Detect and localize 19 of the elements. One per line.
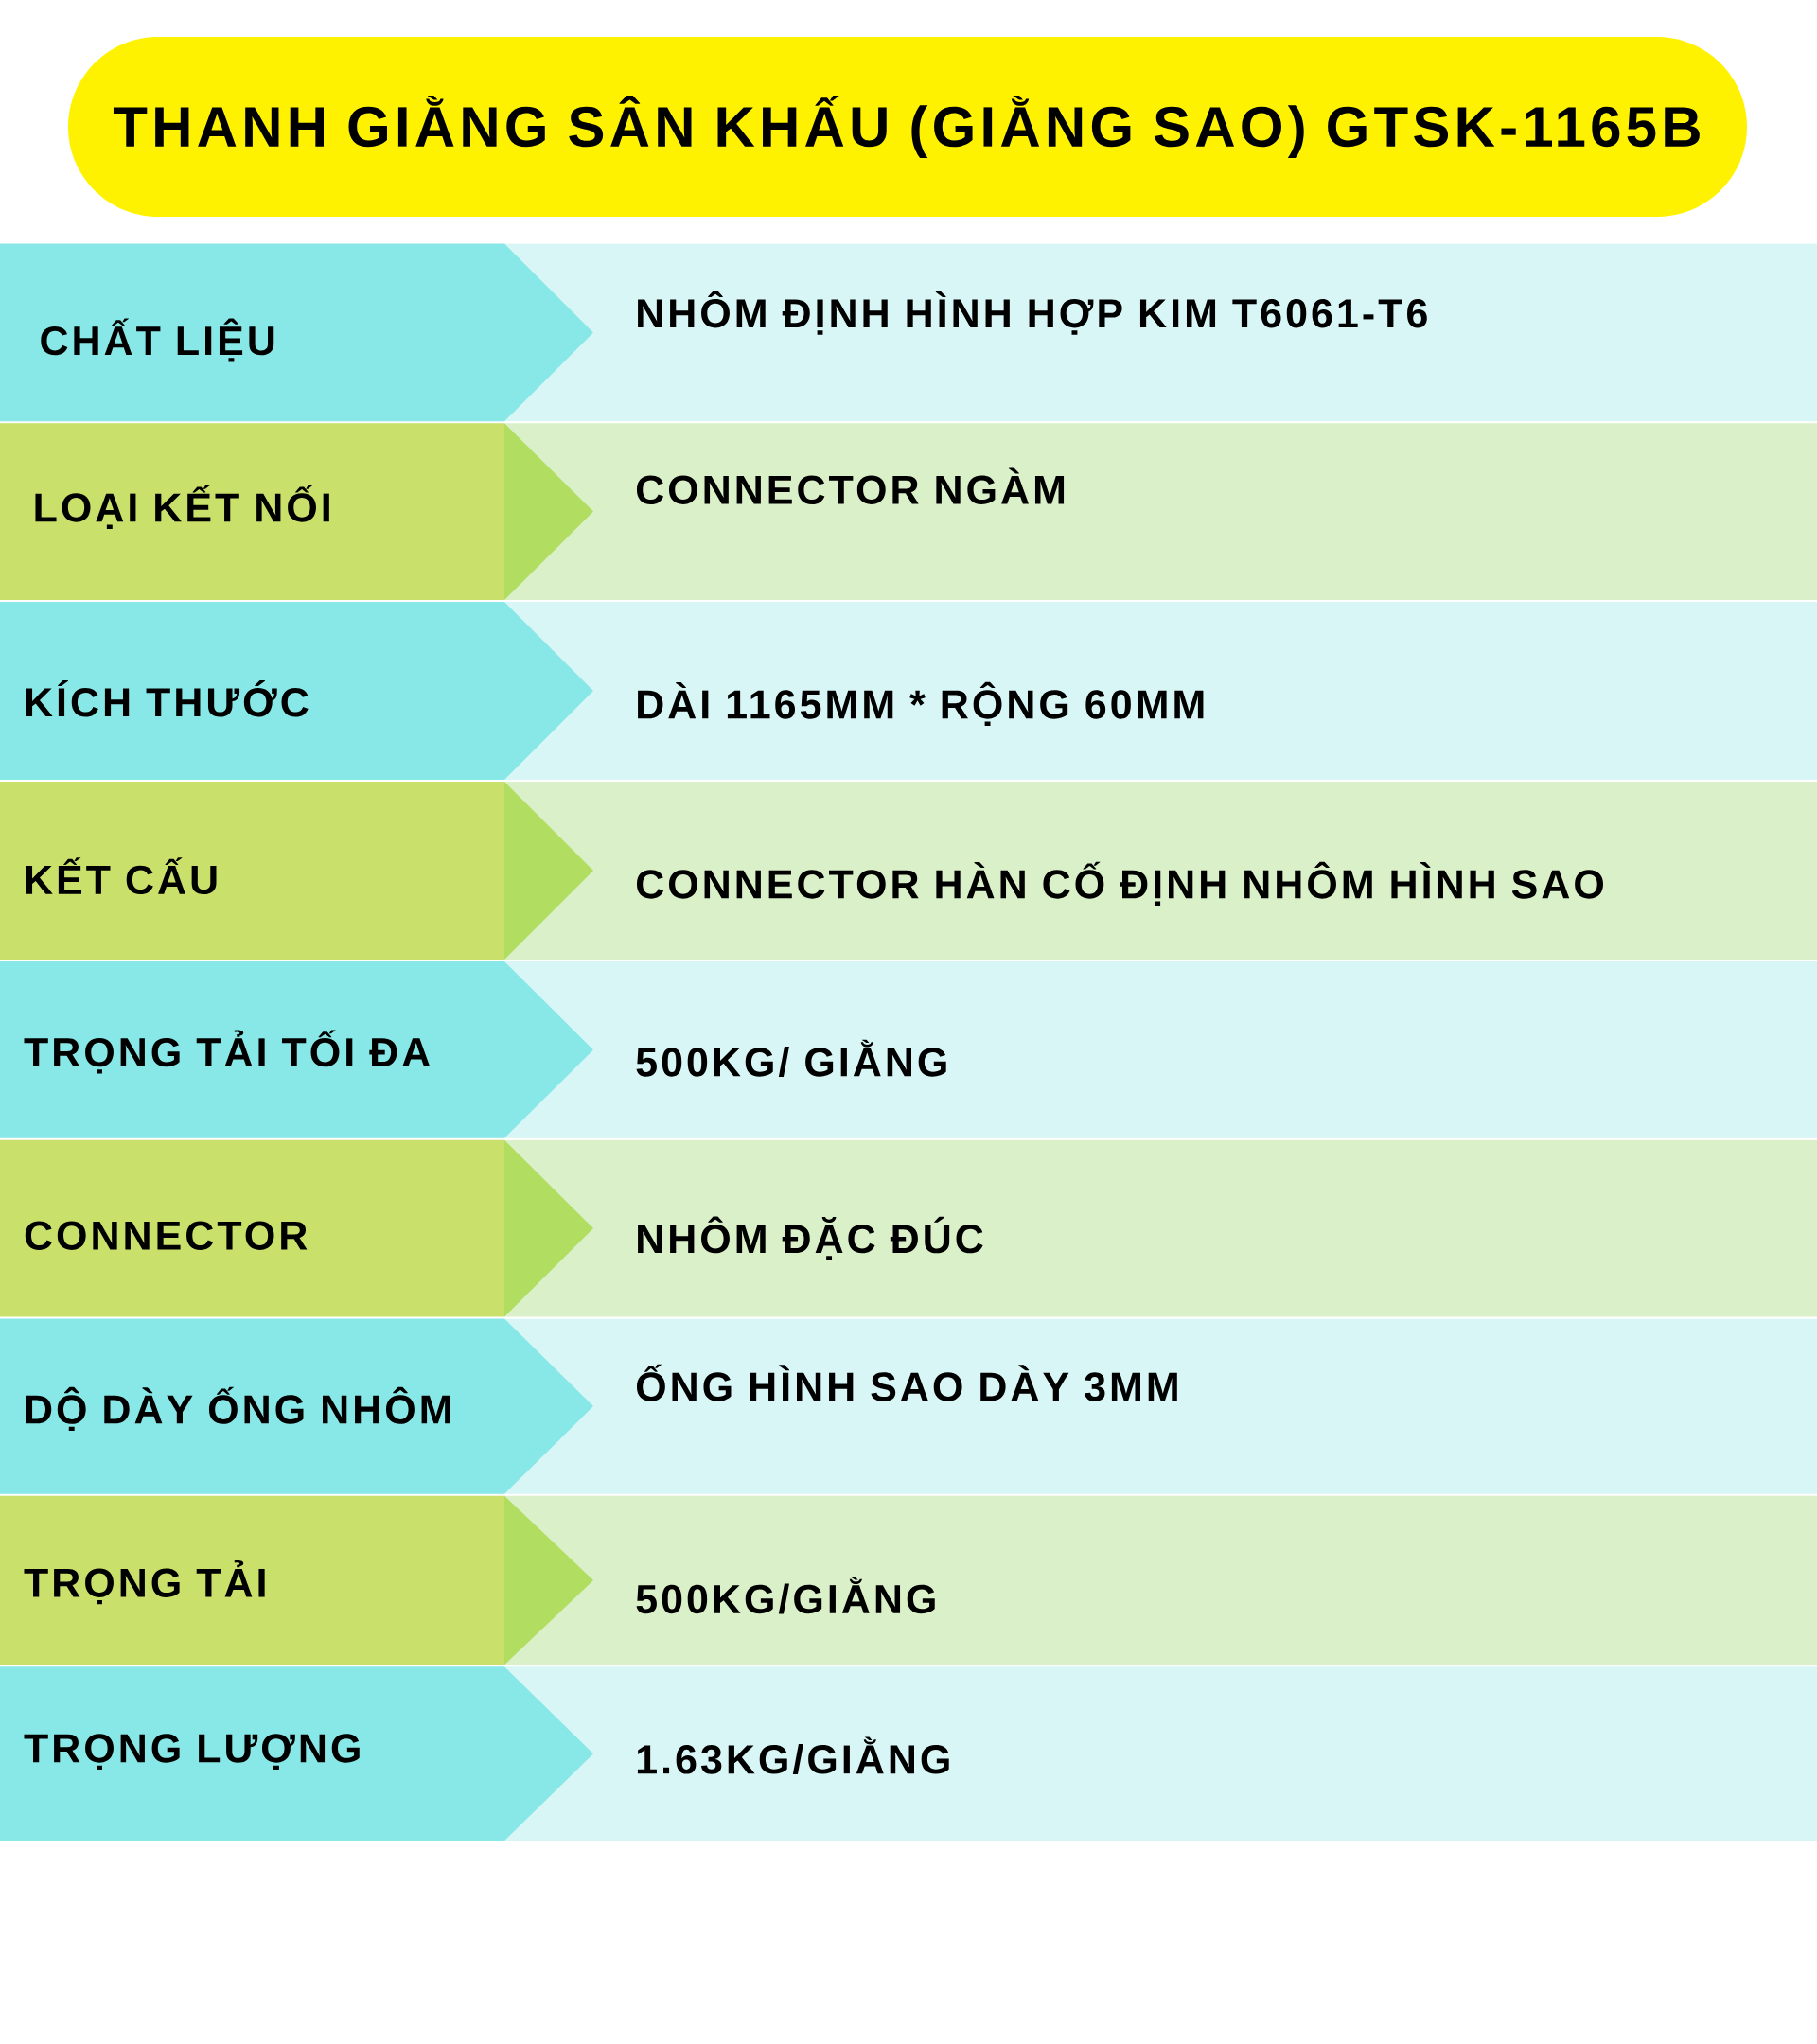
label-tab: TRỌNG TẢI TỐI ĐA xyxy=(0,961,593,1138)
label-tab: LOẠI KẾT NỐI xyxy=(0,423,593,600)
label-tab: KẾT CẤU xyxy=(0,782,593,960)
value-cell: 1.63KG/GIẰNG xyxy=(504,1666,1817,1841)
value-cell: 500KG/GIẰNG xyxy=(504,1495,1817,1665)
value-cell: ỐNG HÌNH SAO DÀY 3MM xyxy=(504,1318,1817,1494)
label-tab: KÍCH THƯỚC xyxy=(0,601,593,780)
value-cell: NHÔM ĐỊNH HÌNH HỢP KIM T6061-T6 xyxy=(504,243,1817,422)
value-cell: CONNECTOR HÀN CỐ ĐỊNH NHÔM HÌNH SAO xyxy=(504,782,1817,960)
value-cell: CONNECTOR NGÀM xyxy=(504,423,1817,600)
value-cell: NHÔM ĐẶC ĐÚC xyxy=(504,1139,1817,1317)
title-banner: THANH GIẰNG SÂN KHẤU (GIẰNG SAO) GTSK-1165B xyxy=(68,37,1747,217)
value-cell: 500KG/ GIẰNG xyxy=(504,961,1817,1138)
label-tab: DỘ DÀY ỐNG NHÔM xyxy=(0,1318,593,1494)
label-tab: CHẤT LIỆU xyxy=(0,243,593,422)
label-tab: CONNECTOR xyxy=(0,1139,593,1317)
label-tab: TRỌNG LƯỢNG xyxy=(0,1666,593,1841)
value-cell: DÀI 1165MM * RỘNG 60MM xyxy=(504,601,1817,780)
label-tab: TRỌNG TẢI xyxy=(0,1495,593,1665)
